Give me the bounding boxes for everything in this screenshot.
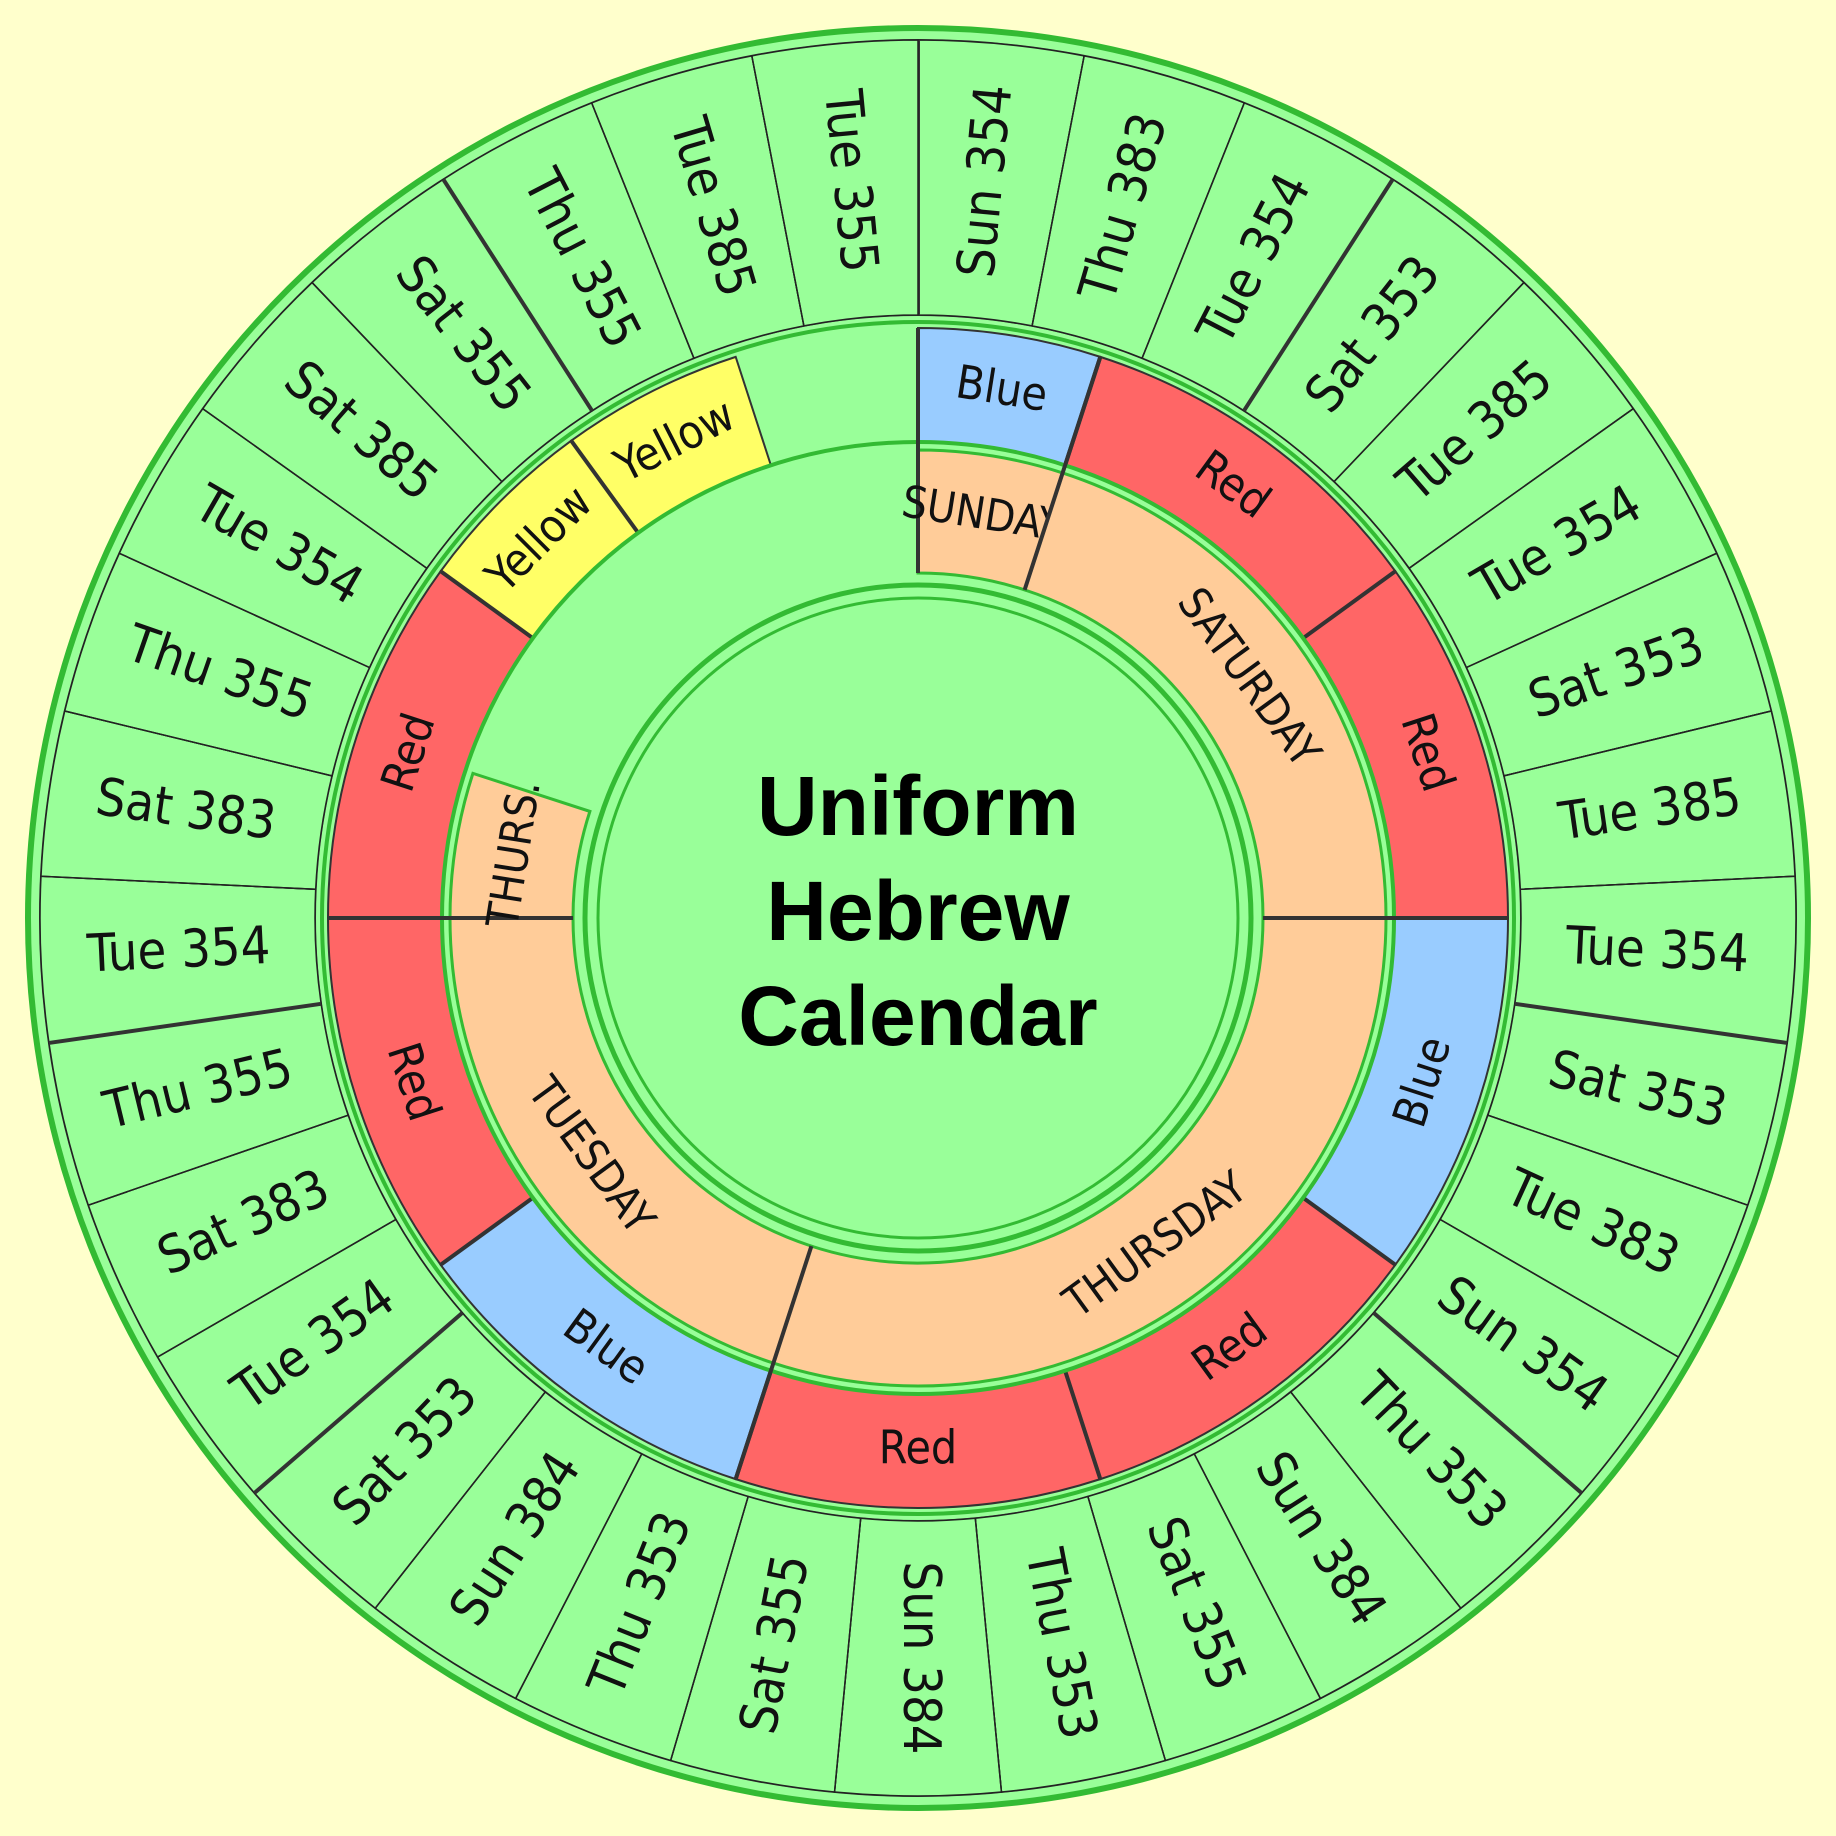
day-segment xyxy=(448,771,592,920)
segment-divider xyxy=(1408,408,1634,569)
segment-divider xyxy=(1193,1453,1321,1699)
segment-divider xyxy=(1141,102,1246,359)
segment-divider xyxy=(1439,1218,1679,1358)
segment-divider xyxy=(374,1391,546,1609)
color-divider xyxy=(1301,569,1397,640)
segment-divider xyxy=(64,710,333,777)
segment-divider xyxy=(833,1518,862,1793)
segment-divider xyxy=(1503,710,1772,777)
center-disc: Uniform Hebrew Calendar xyxy=(582,582,1254,1254)
segment-divider xyxy=(311,282,503,483)
year-label: Tue 354 xyxy=(85,916,272,985)
center-inner xyxy=(596,596,1240,1240)
group-divider xyxy=(1514,1001,1788,1045)
segment-divider xyxy=(1487,1114,1748,1206)
color-divider xyxy=(569,439,640,535)
color-divider xyxy=(439,569,535,640)
segment-divider xyxy=(1087,1496,1167,1761)
segment-divider xyxy=(590,102,695,359)
group-divider xyxy=(1372,1311,1583,1495)
segment-divider xyxy=(515,1453,643,1699)
color-divider xyxy=(439,1196,535,1267)
group-divider xyxy=(48,1001,322,1045)
color-divider xyxy=(1301,1196,1397,1267)
segment-divider xyxy=(119,552,370,669)
color-label: Red xyxy=(879,1421,957,1475)
color-divider xyxy=(1063,1370,1103,1480)
segment-divider xyxy=(1031,55,1085,327)
segment-divider xyxy=(1520,875,1796,891)
segment-divider xyxy=(751,55,805,327)
day-divider xyxy=(733,1245,814,1480)
year-segment xyxy=(750,39,919,327)
segment-divider xyxy=(1466,552,1717,669)
title-line-2: Hebrew xyxy=(766,864,1070,958)
segment-divider xyxy=(202,408,428,569)
year-label: Tue 354 xyxy=(1563,916,1750,985)
segment-divider xyxy=(974,1518,1003,1793)
title-line-1: Uniform xyxy=(757,759,1079,853)
segment-divider xyxy=(40,875,316,891)
group-divider xyxy=(253,1311,464,1495)
year-label: Sun 384 xyxy=(891,1561,951,1754)
group-divider xyxy=(441,178,594,412)
segment-divider xyxy=(88,1114,349,1206)
segment-divider xyxy=(1333,282,1525,483)
group-divider xyxy=(1242,178,1395,412)
segment-divider xyxy=(1290,1391,1462,1609)
day-segment xyxy=(771,916,1388,1388)
segment-divider xyxy=(669,1496,749,1761)
day-divider xyxy=(1022,356,1103,591)
title-line-3: Calendar xyxy=(738,969,1097,1063)
segment-divider xyxy=(157,1218,397,1358)
